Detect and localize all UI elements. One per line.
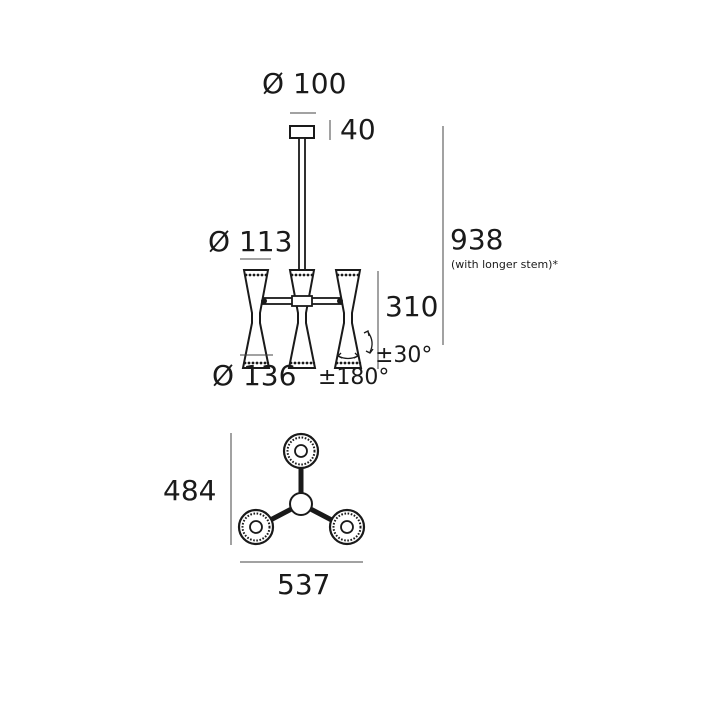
plan-lamp-left xyxy=(237,508,275,546)
shade-height-label: 310 xyxy=(385,290,439,323)
rotation-arrow-icon xyxy=(336,352,360,360)
joint-right xyxy=(337,298,343,304)
plan-lamp-right xyxy=(328,508,366,546)
canopy-diameter-label: Ø 100 xyxy=(262,67,347,100)
shade-bottom-diameter-label: Ø 136 xyxy=(212,359,297,392)
plan-depth-label: 484 xyxy=(163,474,217,507)
shade-top-diameter-label: Ø 113 xyxy=(208,225,293,258)
canopy xyxy=(289,125,315,139)
joint-left xyxy=(261,298,267,304)
canopy-height-label: 40 xyxy=(340,113,376,146)
shade-left xyxy=(242,269,271,369)
stem xyxy=(298,137,306,271)
plan-width-label: 537 xyxy=(277,568,331,601)
shade-right xyxy=(334,269,363,369)
plan-hub xyxy=(289,492,313,516)
shade-center xyxy=(288,269,317,369)
plan-lamp-top xyxy=(282,432,320,470)
central-hub xyxy=(291,295,313,307)
rotation-angle-label: ±180° xyxy=(318,365,390,390)
overall-height-label: 938 xyxy=(450,223,504,256)
overall-height-note: (with longer stem)* xyxy=(451,258,558,271)
tilt-angle-label: ±30° xyxy=(375,343,433,368)
tilt-arrow-icon xyxy=(363,330,374,354)
